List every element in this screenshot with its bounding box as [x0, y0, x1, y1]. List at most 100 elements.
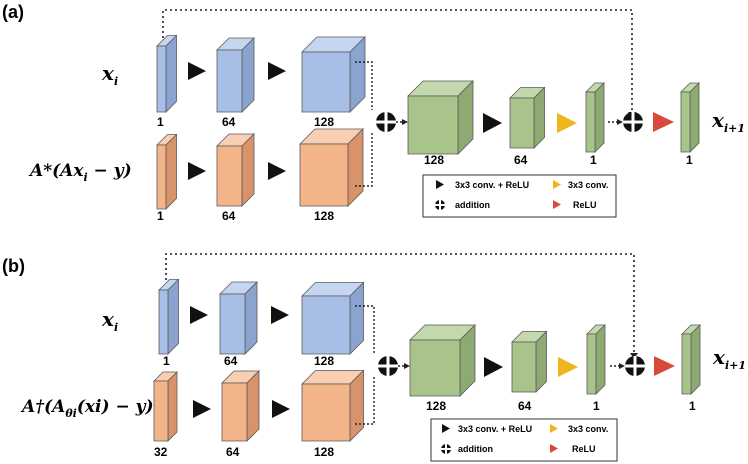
panel-a-addition-node-2 — [623, 112, 643, 132]
panel-b-top-ch-2: 64 — [224, 354, 238, 368]
panel-b-top-ch-3: 128 — [314, 354, 334, 368]
panel-a-conv-arrow — [557, 113, 577, 133]
box-side-face — [165, 34, 177, 113]
box-side-face — [595, 324, 606, 395]
panel-b-conv-relu-arrow-2 — [271, 306, 289, 324]
panel-b-relu-arrow — [654, 356, 675, 376]
panel-a-blue-box-128 — [301, 36, 366, 113]
box-front-face — [158, 289, 169, 355]
panel-b-output-x: xi+1 — [712, 345, 746, 372]
legend-a-conv-relu-icon — [436, 180, 444, 189]
panel-b-conv-relu-arrow-4 — [272, 400, 290, 418]
panel-b-merge-ch-1: 128 — [426, 399, 446, 413]
panel-a-output-x: xi+1 — [711, 108, 745, 135]
box-side-face — [241, 133, 255, 207]
panel-a-concat-arrowhead — [402, 119, 408, 125]
panel-b-orange-box-32 — [153, 371, 178, 442]
box-side-face — [165, 133, 177, 210]
panel-a-to-addition-arrowhead — [617, 119, 623, 125]
box-front-face — [301, 295, 351, 355]
panel-b-to-addition-arrowhead — [619, 363, 625, 369]
legend-b-conv-icon — [550, 424, 558, 433]
panel-b-addition-node-2 — [625, 356, 645, 376]
panel-a-concat-top — [355, 61, 373, 110]
panel-b-green-box-64 — [511, 330, 548, 393]
panel-b-merge-ch-3: 1 — [593, 399, 600, 413]
box-front-face — [219, 293, 246, 355]
legend-b-conv-label: 3x3 conv. — [568, 424, 608, 434]
box-side-face — [167, 371, 178, 442]
panel-a-top-ch-2: 64 — [222, 115, 236, 129]
box-side-face — [690, 324, 701, 395]
panel-b-output-slab — [681, 324, 701, 395]
legend-a-addition-icon — [435, 200, 445, 210]
legend-a-conv-icon — [553, 180, 561, 189]
panel-b-concat-arrowhead — [404, 363, 410, 369]
box-front-face — [216, 145, 243, 207]
panel-b-addition-node-1 — [378, 356, 398, 376]
legend-b-relu-icon — [550, 444, 558, 453]
panel-a-out-ch: 1 — [686, 153, 693, 167]
panel-b-legend: 3x3 conv. + ReLU 3x3 conv. addition ReLU — [430, 418, 618, 462]
panel-b-conv-relu-arrow-5 — [484, 357, 503, 377]
panel-a-top-ch-1: 1 — [157, 115, 164, 129]
legend-b-conv-relu-label: 3x3 conv. + ReLU — [458, 424, 532, 434]
legend-a-relu-icon — [553, 200, 561, 209]
panel-b-top-ch-1: 1 — [163, 354, 170, 368]
panel-b-green-box-128 — [409, 324, 476, 397]
box-side-face — [594, 82, 605, 153]
box-front-face — [301, 51, 351, 113]
panel-a-orange-slab — [156, 133, 178, 210]
panel-a-top-ch-3: 128 — [314, 115, 334, 129]
panel-b-conv-relu-arrow-3 — [193, 400, 211, 418]
box-front-face — [407, 95, 459, 155]
box-side-face — [689, 82, 700, 153]
panel-b-orange-box-128 — [301, 369, 365, 442]
panel-a-conv-relu-arrow-2 — [268, 62, 286, 80]
panel-b-bottom-ch-1: 32 — [154, 445, 168, 459]
panel-a-conv-relu-arrow-3 — [188, 162, 206, 180]
box-front-face — [216, 49, 243, 113]
panel-b-bottom-ch-2: 64 — [226, 445, 240, 459]
legend-b-addition-label: addition — [458, 444, 493, 454]
panel-b-skip-connection — [165, 253, 635, 356]
panel-a-bottom-ch-3: 128 — [314, 209, 334, 223]
panel-a-input-x: xi — [101, 61, 118, 88]
panel-a-conv-relu-arrow-5 — [483, 113, 502, 133]
panel-a-bottom-ch-2: 64 — [222, 209, 236, 223]
legend-b-addition-icon — [441, 444, 451, 454]
box-front-face — [221, 382, 248, 442]
panel-a-green-slab — [585, 82, 605, 153]
panel-a-orange-box-128 — [299, 128, 364, 207]
panel-a-merge-ch-1: 128 — [424, 153, 444, 167]
panel-b: (b) xi A†(Aθi(xi) − y) 1 64 128 32 64 12… — [2, 253, 746, 462]
panel-a-relu-arrow — [653, 112, 674, 132]
panel-a-addition-node-1 — [376, 112, 396, 132]
panel-a-conv-relu-arrow-1 — [188, 62, 206, 80]
box-front-face — [509, 97, 535, 149]
legend-a-conv-label: 3x3 conv. — [568, 180, 608, 190]
panel-a-label: (a) — [2, 2, 24, 22]
box-front-face — [585, 91, 596, 153]
box-front-face — [299, 143, 349, 207]
panel-a: (a) xi A*(Axi − y) 1 64 128 1 64 128 — [2, 2, 745, 223]
panel-b-input-x: xi — [101, 307, 118, 334]
panel-b-input-residual: A†(Aθi(xi) − y) — [20, 397, 154, 420]
panel-a-blue-box-64 — [216, 37, 255, 113]
panel-b-green-slab — [586, 324, 606, 395]
panel-a-legend: 3x3 conv. + ReLU 3x3 conv. addition ReLU — [422, 174, 617, 218]
box-side-face — [241, 37, 255, 113]
panel-a-blue-slab — [156, 34, 178, 113]
panel-a-conv-relu-arrow-4 — [268, 162, 286, 180]
box-front-face — [301, 383, 351, 442]
panel-a-concat-bottom — [355, 132, 373, 187]
panel-a-green-box-128 — [407, 80, 474, 155]
box-front-face — [156, 144, 167, 210]
panel-a-output-slab — [680, 82, 700, 153]
panel-a-merge-ch-2: 64 — [514, 153, 528, 167]
box-side-face — [167, 278, 179, 355]
box-front-face — [153, 380, 169, 442]
panel-b-conv-relu-arrow-1 — [190, 306, 208, 324]
panel-b-blue-slab — [158, 278, 180, 355]
panel-b-bottom-ch-3: 128 — [314, 445, 334, 459]
